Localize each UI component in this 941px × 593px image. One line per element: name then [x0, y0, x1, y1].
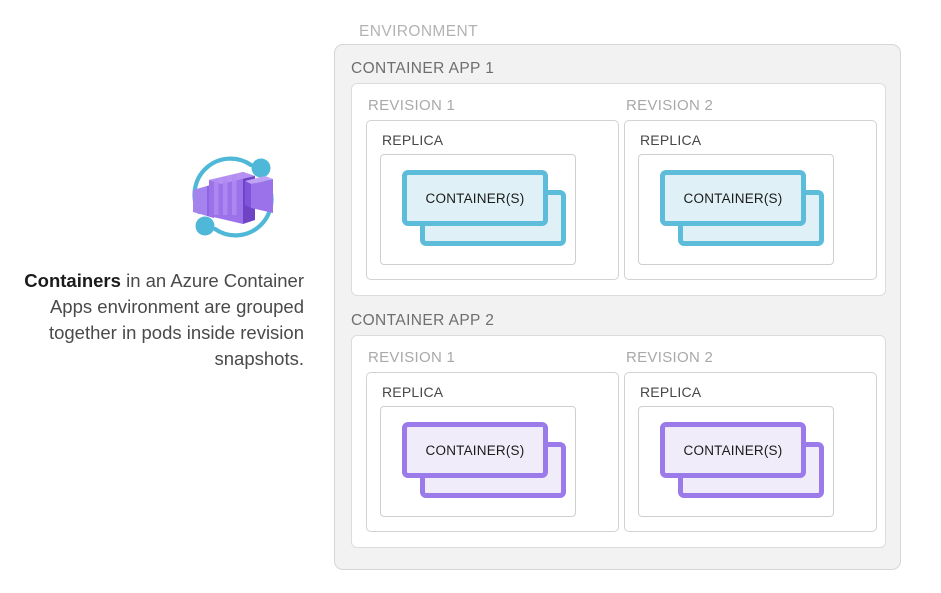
app1-rev1-container-stack: CONTAINER(S) — [402, 170, 566, 246]
container-label: CONTAINER(S) — [683, 190, 783, 206]
app1-rev2-container-stack: CONTAINER(S) — [660, 170, 824, 246]
environment-box: CONTAINER APP 1 REVISION 1 REPLICA CONTA… — [334, 44, 901, 570]
app2-revision-1-label: REVISION 1 — [368, 349, 456, 366]
app1-revision-1-box: REPLICA CONTAINER(S) — [366, 120, 619, 280]
app2-rev2-replica-label: REPLICA — [640, 384, 702, 400]
container-label: CONTAINER(S) — [425, 442, 525, 458]
app2-revision-2-box: REPLICA CONTAINER(S) — [624, 372, 877, 532]
environment-label: ENVIRONMENT — [359, 23, 478, 40]
app1-revision-1-label: REVISION 1 — [368, 97, 456, 114]
app2-revision-1-box: REPLICA CONTAINER(S) — [366, 372, 619, 532]
container-label: CONTAINER(S) — [425, 190, 525, 206]
container-card-front: CONTAINER(S) — [660, 422, 806, 478]
app1-revision-2-label: REVISION 2 — [626, 97, 714, 114]
azure-container-apps-icon — [183, 146, 283, 248]
app2-rev2-pod-box: CONTAINER(S) — [638, 406, 834, 517]
container-card-front: CONTAINER(S) — [660, 170, 806, 226]
app1-rev2-pod-box: CONTAINER(S) — [638, 154, 834, 265]
caption-rest: in an Azure Container Apps environment a… — [48, 270, 304, 369]
app2-rev1-replica-label: REPLICA — [382, 384, 444, 400]
container-app-1-box: REVISION 1 REPLICA CONTAINER(S) REVISION… — [351, 83, 886, 296]
explainer-column: Containers in an Azure Container Apps en… — [0, 0, 320, 593]
app1-rev2-replica-label: REPLICA — [640, 132, 702, 148]
caption-bold-lead: Containers — [24, 270, 121, 291]
app1-rev1-replica-label: REPLICA — [382, 132, 444, 148]
container-app-1-label: CONTAINER APP 1 — [351, 60, 495, 77]
app2-rev1-pod-box: CONTAINER(S) — [380, 406, 576, 517]
app1-rev1-pod-box: CONTAINER(S) — [380, 154, 576, 265]
caption-text: Containers in an Azure Container Apps en… — [8, 268, 304, 372]
app2-revision-2-label: REVISION 2 — [626, 349, 714, 366]
app2-rev1-container-stack: CONTAINER(S) — [402, 422, 566, 498]
app2-rev2-container-stack: CONTAINER(S) — [660, 422, 824, 498]
container-card-front: CONTAINER(S) — [402, 170, 548, 226]
container-app-2-label: CONTAINER APP 2 — [351, 312, 495, 329]
app1-revision-2-box: REPLICA CONTAINER(S) — [624, 120, 877, 280]
container-label: CONTAINER(S) — [683, 442, 783, 458]
container-card-front: CONTAINER(S) — [402, 422, 548, 478]
container-app-2-box: REVISION 1 REPLICA CONTAINER(S) REVISION… — [351, 335, 886, 548]
